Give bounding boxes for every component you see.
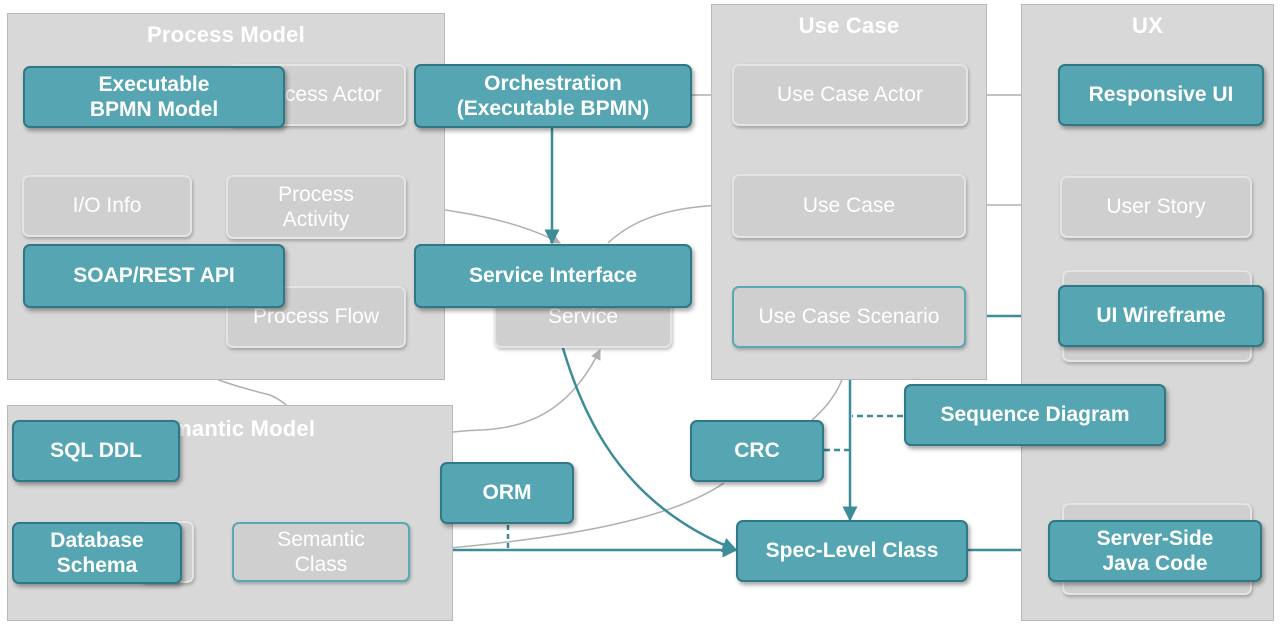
node-service-interface[interactable]: Service Interface (414, 244, 692, 308)
node-semantic-class[interactable]: Semantic Class (232, 522, 410, 582)
node-process-activity[interactable]: Process Activity (226, 175, 406, 239)
node-orchestration[interactable]: Orchestration (Executable BPMN) (414, 64, 692, 128)
node-user-story[interactable]: User Story (1060, 176, 1252, 238)
panel-title: Use Case (798, 13, 900, 38)
node-responsive-ui[interactable]: Responsive UI (1058, 64, 1264, 126)
panel-title: UX (1132, 13, 1163, 38)
node-sequence-diagram[interactable]: Sequence Diagram (904, 384, 1166, 446)
node-executable-bpmn-model[interactable]: Executable BPMN Model (23, 66, 285, 128)
node-server-side-java-code[interactable]: Server-Side Java Code (1048, 520, 1262, 582)
node-database-schema[interactable]: Database Schema (12, 522, 182, 584)
node-orm[interactable]: ORM (440, 462, 574, 524)
node-spec-level-class[interactable]: Spec-Level Class (736, 520, 968, 582)
node-crc[interactable]: CRC (690, 420, 824, 482)
node-ui-wireframe[interactable]: UI Wireframe (1058, 285, 1264, 347)
node-use-case-actor[interactable]: Use Case Actor (732, 64, 968, 126)
node-io-info[interactable]: I/O Info (22, 175, 192, 237)
panel-title: Process Model (147, 22, 305, 47)
node-soap-rest-api[interactable]: SOAP/REST API (23, 244, 285, 308)
node-use-case-scenario[interactable]: Use Case Scenario (732, 286, 966, 348)
node-use-case[interactable]: Use Case (732, 174, 966, 238)
node-sql-ddl[interactable]: SQL DDL (12, 420, 180, 482)
